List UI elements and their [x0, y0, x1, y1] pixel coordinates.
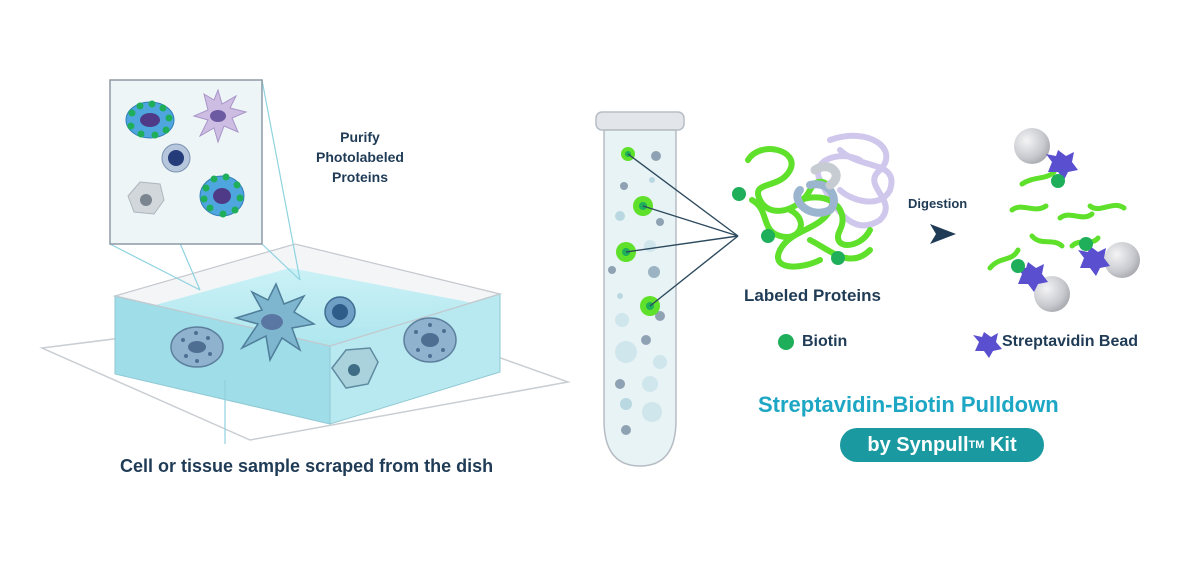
cell-round-small — [324, 296, 356, 328]
kit-tm: TM — [968, 439, 985, 451]
inset-cell-dendritic — [192, 88, 248, 144]
connector-lines — [625, 153, 739, 307]
inset-cell-labeled-top — [125, 100, 175, 139]
streptavidin-star-icon — [1016, 150, 1110, 292]
inset-cell-round — [161, 143, 191, 173]
legend-biotin-icon — [778, 334, 794, 350]
kit-prefix: by Synpull — [867, 433, 969, 456]
inset-cell-labeled-bottom — [199, 173, 245, 218]
bound-biotin-dots — [1011, 174, 1093, 273]
bead-sphere-icon — [1014, 128, 1140, 312]
test-tube-icon — [595, 111, 685, 467]
digestion-label: Digestion — [908, 196, 968, 211]
inset-cell-gray — [127, 181, 165, 215]
tube-labeled-particles — [616, 147, 660, 316]
sample-caption: Cell or tissue sample scraped from the d… — [120, 456, 494, 476]
purify-label: Purify Photolabeled Proteins — [316, 129, 404, 185]
zoom-inset — [109, 79, 263, 245]
tube-particles — [608, 151, 667, 435]
labeled-proteins-label: Labeled Proteins — [744, 286, 881, 305]
petri-dish-icon — [39, 243, 571, 441]
cell-dendritic — [233, 282, 317, 363]
arrow-head-icon — [930, 224, 956, 244]
biotin-dot-icon — [732, 187, 845, 265]
cell-granular-right — [403, 317, 457, 363]
cell-granular-left — [170, 326, 224, 368]
pulldown-title: Streptavidin-Biotin Pulldown — [758, 392, 1059, 417]
cell-irregular — [331, 347, 379, 389]
kit-suffix: Kit — [984, 433, 1017, 456]
labeled-proteins-cluster — [745, 132, 895, 270]
legend-streptavidin-icon — [973, 332, 1002, 358]
legend-biotin-label: Biotin — [802, 333, 848, 350]
legend-streptavidin-label: Streptavidin Bead — [1002, 333, 1139, 350]
